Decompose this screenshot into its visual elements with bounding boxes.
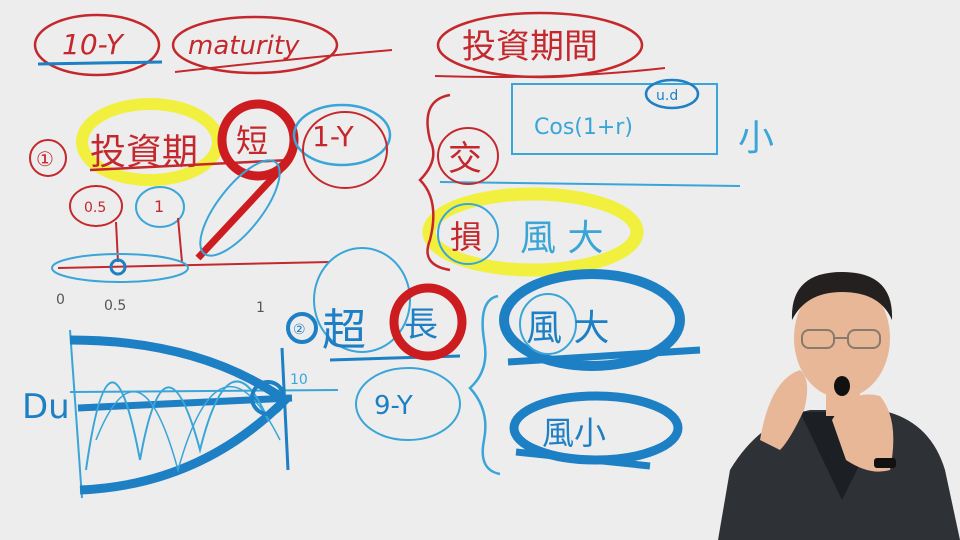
circle-1y-blue [292, 103, 392, 167]
formula-note-circle [644, 78, 700, 110]
axis-highlight [51, 253, 189, 283]
label-bubble-one: 1 [154, 197, 164, 216]
vertical-marker [280, 347, 290, 471]
nine-y-circle [355, 367, 461, 441]
presenter-mic [834, 376, 850, 396]
small-risk-line [515, 448, 651, 470]
label-formula: Cos(1+r) [534, 115, 633, 140]
label-top-right: 投資期間 [462, 27, 598, 67]
label-maturity: maturity [188, 31, 300, 61]
brace-upper [418, 93, 451, 272]
jiao-underline [439, 181, 741, 187]
label-ten: 10 [290, 372, 308, 388]
arrow-half-down [115, 221, 119, 263]
arrow-one-down [177, 217, 183, 263]
row2-index: ② [293, 322, 306, 338]
label-small-char: 小 [738, 118, 774, 159]
circle-10y [33, 13, 161, 77]
label-long-period: 超 [322, 305, 366, 356]
time-axis [57, 261, 331, 269]
presenter-watch [874, 458, 896, 468]
row1-index-circle [29, 139, 67, 177]
label-formula-note: u.d [656, 88, 678, 104]
chart-x-axis [69, 389, 339, 393]
label-bubble-half: 0.5 [84, 200, 106, 216]
label-long: 長 [404, 305, 438, 345]
big-risk-oval [499, 269, 685, 371]
label-1y: 1-Y [312, 120, 355, 153]
circle-1y-red [302, 111, 388, 189]
label-small-risk: 風小 [542, 414, 606, 452]
label-y: Du [22, 387, 70, 427]
underline-10y [37, 60, 163, 66]
presenter [718, 272, 960, 540]
invest-period-underline [89, 158, 291, 172]
bubble-half [69, 185, 123, 227]
axis-half: 0.5 [104, 298, 126, 314]
presenter-hand-left [760, 370, 808, 450]
row2-index-circle [286, 312, 318, 344]
wave-curve-2 [95, 385, 281, 473]
formula-box [511, 83, 718, 155]
label-nine-y: 9-Y [374, 391, 413, 421]
underline-maturity [174, 49, 393, 73]
blue-capsule [199, 159, 281, 257]
axis-dot [109, 258, 127, 276]
axis-zero: 0 [56, 292, 65, 308]
brace-lower [468, 294, 501, 476]
row2-blue-circle [313, 247, 411, 353]
jiao-circle [437, 127, 499, 185]
label-10y: 10-Y [62, 28, 125, 61]
chart-y-axis [69, 329, 83, 499]
axis-one: 1 [256, 300, 265, 316]
label-loss: 損 [450, 218, 482, 256]
label-big-risk: 風 大 [526, 308, 609, 349]
label-jiao: 交 [448, 139, 482, 179]
label-short: 短 [236, 122, 268, 160]
label-risk-big-top: 風 大 [520, 218, 603, 259]
short-arrow [195, 167, 283, 261]
circle-maturity [171, 15, 339, 75]
presenter-hair [791, 272, 893, 320]
bubble-one [135, 186, 185, 228]
big-risk-inner-circle [519, 293, 577, 355]
row1-index: ① [36, 147, 54, 171]
highlight-risk-big [422, 187, 644, 277]
presenter-hand-right [832, 394, 894, 472]
big-risk-line [507, 346, 701, 366]
loss-circle [437, 203, 499, 265]
underline-top-right [434, 67, 666, 78]
long-red-circle [389, 283, 467, 361]
wave-curve [85, 380, 269, 471]
